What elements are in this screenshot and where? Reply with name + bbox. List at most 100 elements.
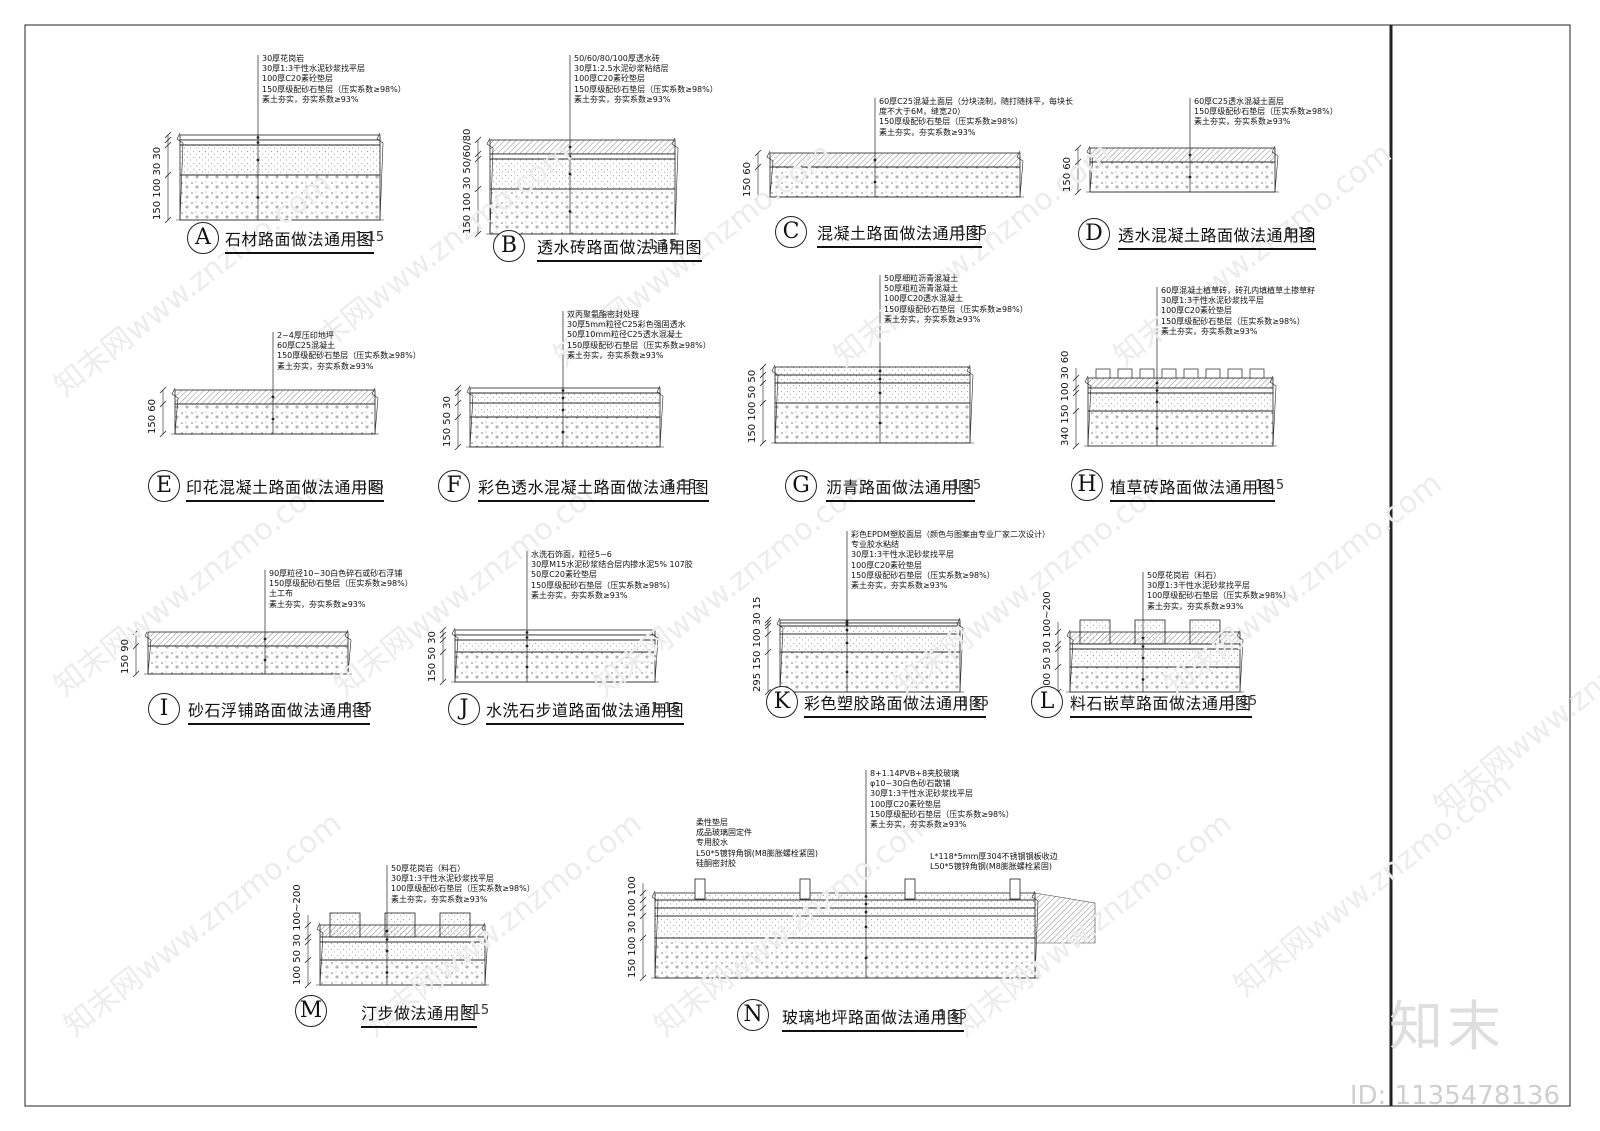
note-line: 素土夯实，夯实系数≥93%	[567, 350, 664, 360]
note-line: 50厚细粒沥青混凝土	[884, 274, 959, 283]
note-line: 素土夯实，夯实系数≥93%	[531, 590, 628, 600]
layer-j-4	[454, 651, 656, 683]
layer-n-3	[654, 907, 1036, 917]
side-note-line: L50*5镀锌角钢(M8膨胀螺栓紧固)	[696, 848, 818, 858]
layer-m-2	[319, 936, 486, 943]
detail-scale-m: 1:15	[460, 1003, 490, 1018]
detail-scale-l: 1:15	[1228, 694, 1258, 709]
layer-g-2	[774, 374, 971, 384]
dims-c: 150 60	[742, 162, 753, 197]
layer-g-3	[774, 382, 971, 404]
layer-k-4	[779, 633, 961, 653]
note-line: 150厚级配砂石垫层（压实系数≥98%）	[269, 579, 413, 589]
note-line: 150厚级配砂石垫层（压实系数≥98%）	[879, 117, 1023, 127]
layer-k-2	[779, 622, 961, 627]
dims-h: 340 150 100 30 60	[1060, 350, 1071, 446]
detail-label-d: D	[1078, 218, 1110, 250]
note-line: 素土夯实，夯实系数≥93%	[851, 580, 948, 590]
side-note-line: 专用胶水	[696, 838, 728, 848]
detail-i-section	[132, 570, 352, 678]
detail-b-section	[474, 55, 679, 238]
detail-scale-h: 1:15	[1255, 478, 1285, 493]
note-line: 90厚粒径10~30白色碎石或砂石浮铺	[269, 569, 403, 578]
layer-l-3	[1069, 648, 1241, 668]
dims-d: 150 60	[1062, 157, 1073, 192]
note-line: 素土夯实，夯实系数≥93%	[1161, 326, 1258, 336]
detail-d-section	[1074, 98, 1279, 196]
detail-h-section	[1072, 287, 1277, 450]
note-line: 素土夯实，夯实系数≥93%	[574, 94, 671, 104]
note-line: 30厚1:3干性水泥砂浆找平层	[262, 64, 366, 74]
dims-a: 150 100 30 30	[152, 146, 163, 220]
layer-f-1	[469, 387, 661, 394]
detail-f-section	[454, 311, 664, 451]
layer-a-1	[179, 134, 381, 141]
note-line: 60厚C25混凝土	[277, 341, 335, 351]
notes-c: 60厚C25混凝土面层（分块浇制，随打随抹平，每块长度不大于6M，缝宽20）15…	[879, 97, 1073, 138]
note-line: 30厚1:3干性水泥砂浆找平层	[391, 874, 495, 884]
note-line: 30厚1:3干性水泥砂浆找平层	[1161, 296, 1265, 306]
note-line: 100厚C20素砼垫层	[262, 74, 334, 84]
dims-g: 150 100 50 50	[747, 369, 758, 443]
dims-k: 295 150 100 30 15	[752, 596, 763, 692]
note-line: 50厚花岗岩（料石）	[1147, 571, 1222, 580]
detail-title-a: 石材路面做法通用图	[225, 226, 374, 254]
note-line: 50厚粗粒沥青混凝土	[884, 284, 959, 294]
detail-label-f: F	[438, 470, 470, 502]
dims-b: 150 100 30 50/60/80	[462, 128, 473, 234]
note-line: 2~4厚压印地坪	[277, 331, 334, 340]
note-line: 60厚混凝土植草砖，砖孔内填植草土掺草籽	[1161, 286, 1316, 295]
note-line: 60厚C25透水混凝土面层	[1194, 97, 1284, 106]
note-line: 素土夯实，夯实系数≥93%	[391, 894, 488, 904]
note-line: 素土夯实，夯实系数≥93%	[262, 94, 359, 104]
layer-j-1	[454, 629, 656, 636]
detail-label-j: J	[448, 693, 480, 725]
note-line: 8+1.14PVB+8夹胶玻璃	[870, 769, 960, 778]
note-line: 双丙聚氨酯密封处理	[567, 310, 639, 319]
note-line: 100厚级配砂石垫层（压实系数≥98%）	[1147, 591, 1291, 601]
note-line: 150厚级配砂石垫层（压实系数≥98%）	[884, 304, 1028, 314]
layer-f-4	[469, 416, 661, 448]
layer-a-4	[179, 174, 381, 221]
note-line: 水洗石饰面，粒径5~6	[531, 550, 612, 559]
detail-scale-f: 1:15	[667, 478, 697, 493]
layer-j-2	[454, 634, 656, 641]
note-line: 150厚级配砂石垫层（压实系数≥98%）	[567, 340, 711, 350]
layer-b-4	[489, 188, 676, 235]
note-line: 50厚C20素砼垫层	[531, 570, 597, 580]
layer-k-5	[779, 651, 961, 693]
note-line: 100厚C20素砼垫层	[870, 799, 942, 809]
detail-title-e: 印花混凝土路面做法通用图	[186, 474, 385, 502]
note-line: 150厚级配砂石垫层（压实系数≥98%）	[262, 84, 406, 94]
layer-f-3	[469, 402, 661, 418]
note-line: 30厚1:3干性水泥砂浆找平层	[1147, 581, 1251, 591]
detail-c-section	[754, 98, 1024, 201]
note-line: 土工布	[269, 589, 293, 599]
detail-scale-i: 1:15	[343, 701, 373, 716]
detail-scale-d: 1:15	[1285, 226, 1315, 241]
note-line: 30厚1:3干性水泥砂浆找平层	[851, 550, 955, 560]
watermark-id: ID: 1135478136	[1349, 1081, 1560, 1111]
layer-n-4	[654, 915, 1036, 939]
note-line: 150厚级配砂石垫层（压实系数≥98%）	[531, 580, 675, 590]
detail-scale-b: 1:15	[648, 238, 678, 253]
note-line: 素土夯实，夯实系数≥93%	[879, 127, 976, 137]
side-note-line: 成品玻璃固定件	[696, 828, 752, 838]
layer-b-1	[489, 139, 676, 155]
detail-label-i: I	[148, 693, 180, 725]
detail-title-b: 透水砖路面做法通用图	[537, 234, 703, 262]
layer-m-3	[319, 941, 486, 961]
detail-label-k: K	[766, 686, 798, 718]
detail-e-section	[159, 332, 379, 438]
layer-b-3	[489, 158, 676, 190]
layer-d-2	[1089, 161, 1276, 193]
layer-g-1	[774, 366, 971, 376]
